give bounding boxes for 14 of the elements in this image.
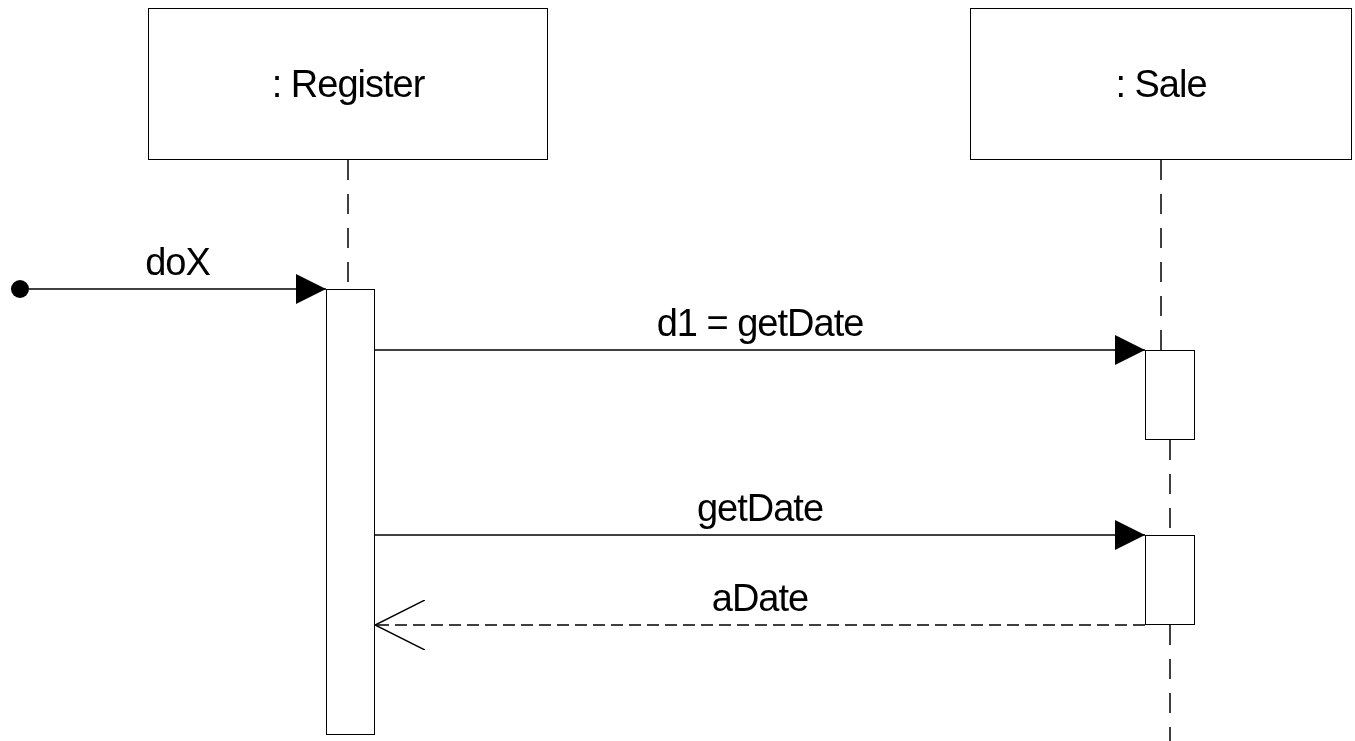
message-arrow — [374, 335, 1146, 365]
message-arrow — [28, 274, 327, 304]
object-box — [970, 8, 1352, 160]
return-arrow — [374, 599, 1146, 651]
message-arrow — [374, 520, 1146, 550]
activation-bar — [1145, 535, 1195, 625]
activation-bar — [1145, 350, 1195, 440]
lifeline — [1169, 624, 1171, 741]
start-dot — [11, 280, 29, 298]
object-name: : Register — [271, 62, 425, 106]
activation-bar — [326, 289, 375, 735]
object-name: : Sale — [1115, 62, 1207, 106]
object-box — [148, 8, 548, 160]
lifeline — [1160, 159, 1162, 351]
